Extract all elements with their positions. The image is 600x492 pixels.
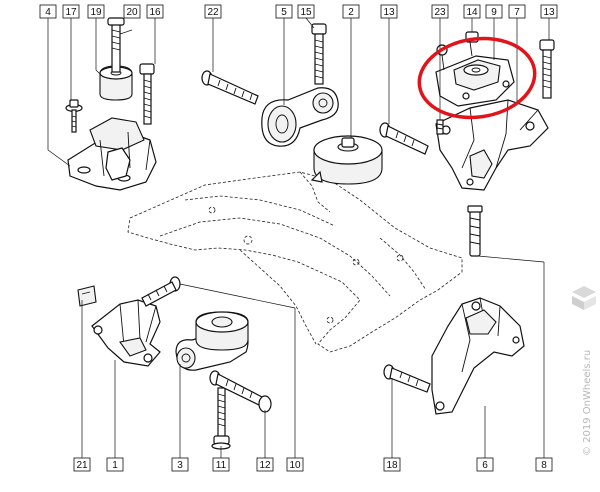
part-8-stud bbox=[467, 205, 483, 257]
part-21-clip bbox=[77, 285, 97, 307]
svg-text:11: 11 bbox=[216, 460, 227, 471]
callout-23: 23 bbox=[431, 4, 449, 19]
callout-17: 17 bbox=[62, 4, 80, 19]
callout-14: 14 bbox=[463, 4, 481, 19]
part-11-bolt bbox=[211, 387, 231, 450]
part-14-nut bbox=[465, 31, 479, 57]
part-10-bolt bbox=[141, 276, 181, 307]
svg-text:20: 20 bbox=[126, 7, 138, 18]
svg-text:18: 18 bbox=[386, 460, 398, 471]
svg-text:8: 8 bbox=[541, 460, 547, 471]
part-13-bolt-right bbox=[539, 39, 555, 99]
part-9-upper-mount bbox=[435, 44, 515, 107]
part-22-bolt bbox=[201, 70, 259, 105]
part-20-bolt bbox=[107, 17, 125, 73]
watermark-logo-icon bbox=[572, 286, 596, 310]
leader-lines bbox=[47, 17, 550, 458]
part-7-bracket bbox=[435, 99, 549, 191]
part-19-buffer bbox=[99, 65, 133, 101]
svg-text:13: 13 bbox=[543, 7, 555, 18]
svg-text:15: 15 bbox=[300, 7, 312, 18]
callout-6: 6 bbox=[476, 457, 494, 472]
watermark-text: © 2019 OnWheels.ru bbox=[582, 350, 593, 456]
callout-4: 4 bbox=[39, 4, 57, 19]
callout-15: 15 bbox=[297, 4, 315, 19]
callout-2: 2 bbox=[342, 4, 360, 19]
part-23-stud bbox=[436, 119, 444, 135]
part-12-bolt bbox=[209, 370, 272, 413]
callout-3: 3 bbox=[171, 457, 189, 472]
callout-10: 10 bbox=[286, 457, 304, 472]
callout-13-left: 13 bbox=[380, 4, 398, 19]
svg-text:9: 9 bbox=[491, 7, 497, 18]
callout-22: 22 bbox=[204, 4, 222, 19]
part-15-bolt bbox=[311, 23, 327, 85]
callout-11: 11 bbox=[212, 457, 230, 472]
callout-1: 1 bbox=[106, 457, 124, 472]
svg-text:5: 5 bbox=[281, 7, 287, 18]
svg-text:3: 3 bbox=[177, 460, 183, 471]
callout-12: 12 bbox=[256, 457, 274, 472]
svg-text:6: 6 bbox=[482, 460, 488, 471]
svg-text:23: 23 bbox=[434, 7, 446, 18]
svg-text:16: 16 bbox=[149, 7, 161, 18]
part-16-bolt bbox=[139, 63, 155, 125]
part-4-mount bbox=[67, 117, 157, 191]
part-13-bolt-left bbox=[379, 122, 429, 155]
svg-text:12: 12 bbox=[259, 460, 271, 471]
part-2-rubber-mount bbox=[310, 135, 383, 185]
part-1-bracket bbox=[91, 299, 161, 367]
svg-text:14: 14 bbox=[466, 7, 478, 18]
svg-text:19: 19 bbox=[90, 7, 102, 18]
svg-text:10: 10 bbox=[289, 460, 301, 471]
callout-20: 20 bbox=[123, 4, 141, 19]
svg-text:17: 17 bbox=[65, 7, 77, 18]
svg-text:4: 4 bbox=[45, 7, 51, 18]
highlight-ellipse bbox=[417, 36, 537, 120]
callout-18: 18 bbox=[383, 457, 401, 472]
part-3-lower-mount bbox=[175, 311, 249, 371]
svg-text:2: 2 bbox=[348, 7, 354, 18]
part-5-torque-rod bbox=[261, 87, 339, 147]
callout-9: 9 bbox=[485, 4, 503, 19]
part-17-bolt bbox=[65, 99, 83, 133]
svg-text:1: 1 bbox=[112, 460, 118, 471]
callout-7: 7 bbox=[508, 4, 526, 19]
part-6-bracket bbox=[431, 297, 525, 415]
callout-8: 8 bbox=[535, 457, 553, 472]
subframe bbox=[127, 171, 463, 353]
callout-5: 5 bbox=[275, 4, 293, 19]
callout-13-right: 13 bbox=[540, 4, 558, 19]
svg-text:21: 21 bbox=[76, 460, 88, 471]
callout-19: 19 bbox=[87, 4, 105, 19]
part-18-bolt bbox=[383, 364, 431, 393]
svg-text:7: 7 bbox=[514, 7, 520, 18]
svg-text:22: 22 bbox=[207, 7, 219, 18]
callout-16: 16 bbox=[146, 4, 164, 19]
svg-text:13: 13 bbox=[383, 7, 395, 18]
callout-21: 21 bbox=[73, 457, 91, 472]
